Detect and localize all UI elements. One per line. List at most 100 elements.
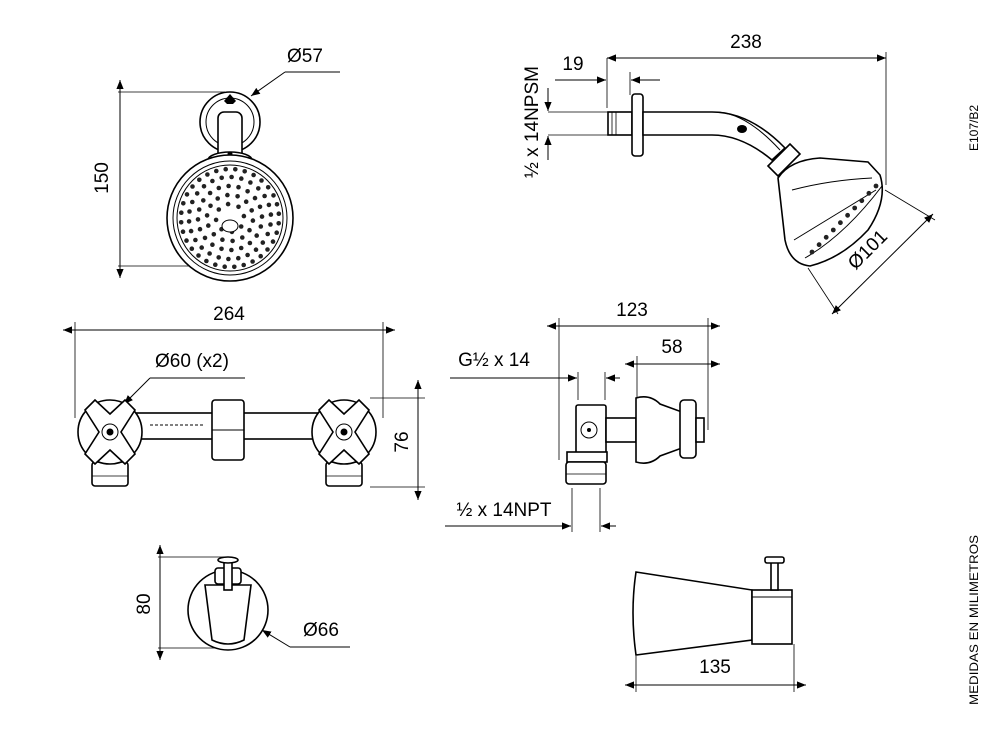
- mixer-valve-front-view: 264 Ø60 (x2) 76: [63, 304, 425, 500]
- nozzle-hole: [236, 204, 241, 210]
- side-nozzle: [845, 212, 850, 218]
- nozzle-hole: [236, 255, 241, 261]
- nozzle-hole: [223, 166, 228, 172]
- nozzle-hole: [245, 252, 250, 258]
- nozzle-hole: [265, 185, 271, 190]
- nozzle-hole: [226, 183, 231, 189]
- shower-arm: [642, 111, 787, 162]
- nozzle-hole: [210, 242, 215, 247]
- dim-arm-length: 238: [730, 32, 762, 53]
- dim-mixer-width: 264: [213, 304, 245, 325]
- side-nozzle: [830, 227, 836, 233]
- nozzle-hole: [268, 222, 273, 227]
- side-nozzle: [859, 198, 865, 204]
- nozzle-hole: [262, 193, 267, 199]
- nozzle-hole: [258, 253, 264, 259]
- nozzle-hole: [245, 189, 250, 194]
- nozzle-hole: [201, 198, 206, 203]
- dim-line-spray-diameter: [831, 213, 934, 315]
- nozzle-hole: [243, 199, 249, 204]
- nozzle-hole: [225, 201, 231, 207]
- nozzle-hole: [220, 237, 225, 242]
- nozzle-hole: [257, 204, 263, 210]
- nozzle-hole: [235, 194, 240, 199]
- dim-mixer-depth: 123: [616, 300, 648, 321]
- nozzle-hole: [207, 190, 213, 196]
- nozzle-hole: [241, 262, 246, 268]
- nozzle-hole: [255, 186, 261, 191]
- nozzle-hole: [253, 247, 259, 252]
- spout-side-body: [632, 571, 753, 656]
- spout-collar: [751, 589, 793, 645]
- nozzle-hole: [247, 227, 252, 233]
- side-nozzle: [838, 220, 843, 226]
- nozzle-hole: [251, 172, 256, 178]
- dim-arm-flange-diameter: Ø57: [287, 46, 323, 67]
- nozzle-hole: [197, 226, 203, 232]
- nozzle-hole: [232, 264, 237, 270]
- side-nozzle: [852, 205, 858, 211]
- dim-head-height: 150: [92, 162, 113, 194]
- nozzle-hole: [202, 235, 208, 241]
- nozzle-hole: [254, 233, 259, 238]
- nozzle-hole: [268, 212, 274, 217]
- nozzle-hole: [242, 169, 247, 174]
- tub-spout-front-view: 80 Ø66: [134, 545, 350, 660]
- side-nozzle: [816, 242, 822, 248]
- shower-arm-side-view: 238 19 ½ x 14NPSM Ø101: [522, 32, 936, 315]
- nozzle-hole: [230, 238, 235, 244]
- thread-spec-g: G½ x 14: [458, 350, 530, 371]
- dim-handle-depth: 58: [661, 337, 682, 358]
- dim-spout-length: 135: [699, 657, 731, 678]
- nozzle-hole: [270, 239, 276, 244]
- nozzle-hole: [199, 245, 204, 250]
- nozzle-hole: [252, 195, 258, 201]
- nozzle-hole: [196, 207, 202, 212]
- nozzle-hole: [219, 246, 224, 252]
- nozzle-hole: [184, 192, 190, 197]
- nozzle-hole: [247, 240, 253, 246]
- thread-spec-npsm: ½ x 14NPSM: [522, 66, 543, 178]
- nozzle-hole: [179, 210, 184, 215]
- nozzle-hole: [265, 231, 271, 237]
- nozzle-hole: [236, 184, 241, 190]
- drawing-code: E107/B2: [967, 105, 981, 151]
- nozzle-hole: [213, 262, 218, 268]
- nozzle-hole: [248, 180, 253, 185]
- nozzle-hole: [216, 207, 222, 212]
- nozzle-hole: [206, 223, 211, 228]
- nozzle-hole: [190, 184, 195, 189]
- nozzle-hole: [238, 245, 244, 251]
- side-nozzle: [873, 183, 879, 189]
- nozzle-hole: [204, 258, 209, 264]
- nozzle-hole: [193, 237, 198, 243]
- nozzle-hole: [180, 229, 186, 234]
- nozzle-hole: [196, 253, 201, 258]
- nozzle-hole: [211, 232, 217, 237]
- escutcheon: [635, 396, 683, 464]
- nozzle-hole: [259, 178, 264, 183]
- wall-flange-side: [631, 93, 644, 157]
- dim-handle-diameter: Ø60 (x2): [155, 351, 229, 372]
- handle-right: [311, 398, 377, 487]
- nozzle-hole: [204, 213, 210, 218]
- handle-side: [679, 399, 697, 459]
- nozzle-hole: [210, 178, 215, 184]
- nozzle-hole: [214, 168, 219, 174]
- nozzle-hole: [249, 208, 254, 213]
- nozzle-hole: [201, 184, 207, 189]
- nozzle-hole: [189, 246, 195, 251]
- shower-head-front-view: 150 Ø57: [92, 46, 340, 282]
- nozzle-hole: [276, 211, 282, 216]
- thread-spec-npt: ½ x 14NPT: [456, 500, 551, 521]
- units-note: MEDIDAS EN MILIMETROS: [967, 535, 981, 705]
- tub-spout-side-view: 135: [625, 556, 806, 692]
- nozzle-hole: [208, 203, 213, 209]
- mixer-valve-side-view: 123 58 G½ x 14 ½ x 14NPT: [445, 300, 720, 532]
- nozzle-hole: [197, 177, 202, 183]
- nozzle-hole: [226, 256, 231, 262]
- nozzle-hole: [276, 221, 282, 226]
- nozzle-hole: [271, 193, 276, 198]
- nozzle-hole: [190, 199, 195, 205]
